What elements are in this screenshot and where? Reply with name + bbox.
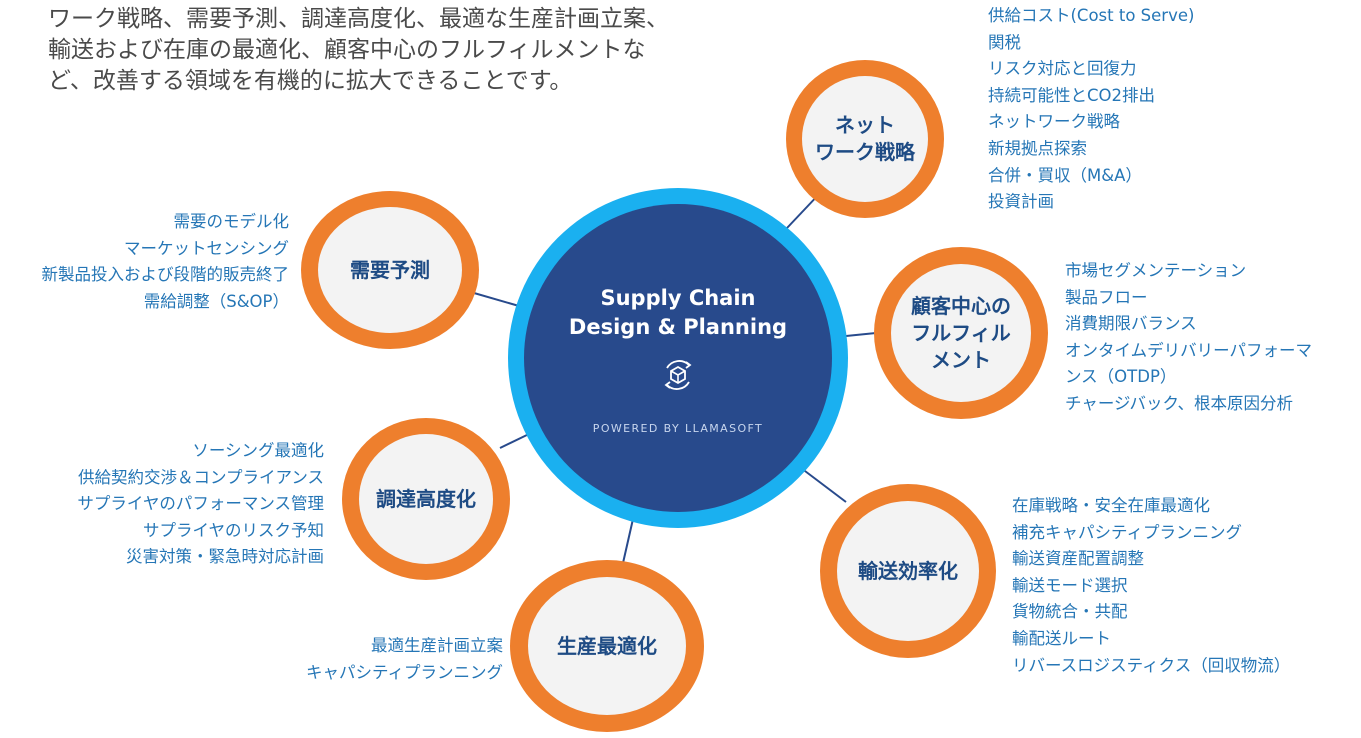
- node-procurement: 調達高度化: [342, 418, 510, 580]
- list-item: 関税: [988, 32, 1021, 52]
- list-item: リバースロジスティクス（回収物流）: [1012, 655, 1291, 675]
- node-label-line: ワーク戦略: [815, 140, 915, 164]
- list-item: 合併・買収（M&A）: [988, 165, 1142, 185]
- list-item: チャージバック、根本原因分析: [1065, 393, 1294, 413]
- cube-cycle-icon: [664, 360, 692, 390]
- node-label-line: 顧客中心の: [911, 293, 1011, 318]
- node-inner: 生産最適化: [528, 577, 686, 715]
- hub-inner: Supply Chain Design & Planning POWERED B…: [524, 204, 832, 512]
- node-label: 生産最適化: [557, 633, 657, 660]
- node-inner: 顧客中心の フルフィル メント: [891, 264, 1031, 402]
- intro-line: ワーク戦略、需要予測、調達高度化、最適な生産計画立案、: [48, 6, 669, 32]
- list-item: 輸配送ルート: [1012, 628, 1111, 648]
- list-item: サプライヤのパフォーマンス管理: [77, 494, 324, 514]
- node-label: 輸送効率化: [858, 558, 958, 585]
- node-label: 顧客中心の フルフィル メント: [911, 293, 1011, 374]
- list-item: 最適生産計画立案: [371, 636, 503, 655]
- list-item: ソーシング最適化: [192, 441, 324, 460]
- list-item: 市場セグメンテーション: [1065, 261, 1247, 280]
- node-label: 調達高度化: [376, 486, 476, 513]
- node-label-line: メント: [931, 347, 991, 372]
- list-item: 持続可能性とCO2排出: [988, 85, 1156, 105]
- list-item: 輸送資産配置調整: [1012, 549, 1144, 569]
- list-item: 在庫戦略・安全在庫最適化: [1012, 496, 1210, 515]
- procurement-list: ソーシング最適化 供給契約交渉＆コンプライアンス サプライヤのパフォーマンス管理…: [77, 438, 324, 571]
- transport-list: 在庫戦略・安全在庫最適化 補充キャパシティプランニング 輸送資産配置調整 輸送モ…: [1012, 493, 1290, 679]
- connector-procurement: [499, 433, 530, 449]
- list-item: 投資計画: [988, 192, 1054, 212]
- node-label-line: 需要予測: [350, 257, 430, 282]
- list-item: 需給調整（S&OP）: [143, 291, 289, 311]
- list-item: 製品フロー: [1065, 287, 1148, 307]
- central-hub: Supply Chain Design & Planning POWERED B…: [508, 188, 848, 528]
- list-item: 消費期限バランス: [1065, 314, 1197, 334]
- list-item: リスク対応と回復力: [988, 59, 1137, 79]
- node-label-line: ネット: [835, 113, 895, 137]
- node-label-line: 生産最適化: [557, 633, 657, 658]
- list-item: オンタイムデリバリーパフォーマ: [1065, 340, 1313, 360]
- list-item: 災害対策・緊急時対応計画: [126, 547, 324, 567]
- production-list: 最適生産計画立案 キャパシティプランニング: [306, 633, 503, 686]
- list-item: 補充キャパシティプランニング: [1012, 522, 1243, 542]
- node-production: 生産最適化: [510, 560, 704, 732]
- node-inner: 輸送効率化: [837, 501, 979, 641]
- node-fulfillment: 顧客中心の フルフィル メント: [874, 247, 1048, 419]
- connector-production: [622, 518, 634, 564]
- list-item: 需要のモデル化: [173, 212, 290, 231]
- node-inner: 調達高度化: [359, 434, 493, 564]
- node-inner: ネット ワーク戦略: [802, 76, 928, 202]
- hub-subtitle: POWERED BY LLAMASOFT: [592, 422, 764, 435]
- list-item: ンス（OTDP）: [1065, 367, 1177, 387]
- intro-line: ど、改善する領域を有機的に拡大できることです。: [48, 68, 573, 94]
- node-network-strategy: ネット ワーク戦略: [786, 60, 944, 218]
- intro-paragraph: ワーク戦略、需要予測、調達高度化、最適な生産計画立案、 輸送および在庫の最適化、…: [48, 4, 748, 97]
- node-label: ネット ワーク戦略: [815, 112, 915, 166]
- connector-demand: [473, 292, 520, 307]
- list-item: 輸送モード選択: [1012, 575, 1128, 595]
- list-item: 貨物統合・共配: [1012, 602, 1128, 622]
- node-label-line: 輸送効率化: [858, 558, 958, 583]
- list-item: キャパシティプランニング: [305, 662, 503, 682]
- connector-fulfillment: [845, 332, 877, 337]
- list-item: マーケットセンシング: [124, 238, 289, 258]
- intro-line: 輸送および在庫の最適化、顧客中心のフルフィルメントな: [48, 37, 646, 63]
- node-label-line: 調達高度化: [376, 486, 476, 511]
- connector-transport: [800, 467, 847, 503]
- hub-title-line: Supply Chain: [600, 286, 756, 310]
- hub-title: Supply Chain Design & Planning: [524, 284, 832, 342]
- node-label: 需要予測: [350, 257, 430, 284]
- node-demand-forecast: 需要予測: [301, 191, 479, 349]
- list-item: サプライヤのリスク予知: [142, 520, 324, 540]
- list-item: ネットワーク戦略: [988, 112, 1120, 132]
- network-strategy-list: 供給コスト(Cost to Serve) 関税 リスク対応と回復力 持続可能性と…: [988, 3, 1194, 216]
- hub-title-line: Design & Planning: [568, 315, 788, 339]
- node-inner: 需要予測: [318, 207, 462, 333]
- node-label-line: フルフィル: [911, 320, 1011, 345]
- list-item: 新規拠点探索: [988, 138, 1087, 158]
- list-item: 供給コスト(Cost to Serve): [988, 6, 1195, 25]
- fulfillment-list: 市場セグメンテーション 製品フロー 消費期限バランス オンタイムデリバリーパフォ…: [1065, 258, 1312, 418]
- list-item: 供給契約交渉＆コンプライアンス: [77, 467, 324, 487]
- demand-forecast-list: 需要のモデル化 マーケットセンシング 新製品投入および段階的販売終了 需給調整（…: [42, 209, 290, 315]
- list-item: 新製品投入および段階的販売終了: [41, 265, 290, 285]
- node-transport: 輸送効率化: [820, 484, 996, 658]
